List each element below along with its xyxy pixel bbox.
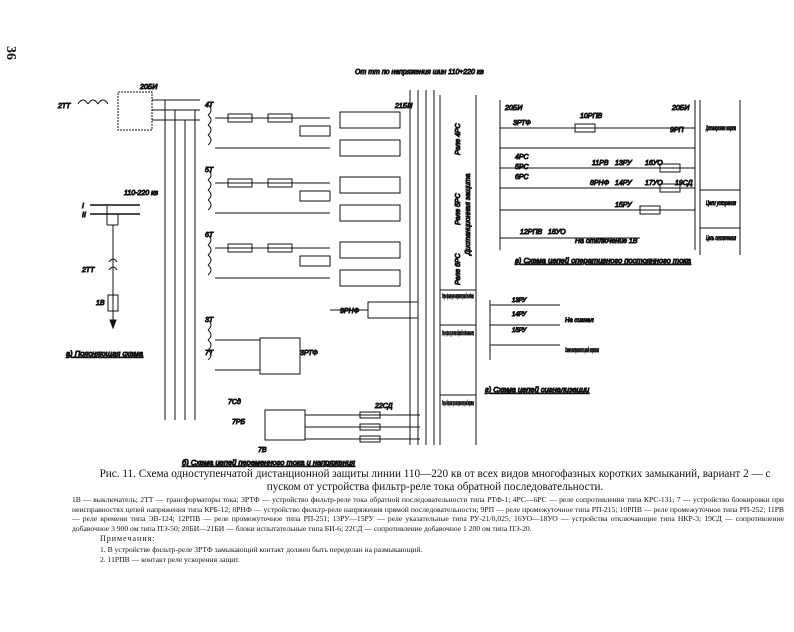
dc-4RS-label: 4РС	[515, 154, 530, 161]
ct-label: 2TT	[81, 267, 95, 274]
transformer-4T-label: 4Т	[205, 102, 214, 109]
trip-1V-label: На отключение 1В	[575, 238, 638, 245]
dc-acceleration-circuits-label: Цепи ускорения	[706, 201, 737, 207]
bus-label-2: II	[82, 212, 86, 219]
sig-15RU-label: 15РУ	[512, 328, 527, 334]
breaker-1v-label: 1В	[96, 300, 105, 307]
dc-3RTF-label: 3РТФ	[513, 120, 531, 127]
dc-9RP-label: 9РП	[670, 127, 685, 134]
relay-4RS-column-label: Реле 4РС	[455, 122, 462, 155]
ac-device-notes: Устр-во фильтр-реле напряжения прямой по…	[441, 293, 474, 408]
dc-14RU-label: 14РУ	[615, 180, 633, 187]
dc-13RU-label: 13РУ	[615, 160, 633, 167]
test-block-21BI-label: 21БИ	[394, 103, 413, 110]
signaling-circuits: 13РУ 14РУ 15РУ На сигнал Сигнал неисправ…	[489, 298, 600, 360]
relay-5RS-column-label: Реле 5РС	[455, 192, 462, 225]
blocking-7B-label: 7В	[258, 447, 267, 454]
dc-11RV-label: 11РВ	[592, 160, 609, 167]
transformer-7T-label: 7Т	[205, 350, 214, 357]
current-filter-relay-note: Устр-во фильтр-реле тока обратной послед…	[442, 330, 474, 337]
schematic-diagram: I II 110-220 кв 2TT 1В а) Поясняющая схе…	[57, 69, 741, 468]
subfigure-g-label: г) Схема цепей сигнализации	[485, 385, 590, 394]
dc-5RS-label: 5РС	[515, 164, 530, 171]
dc-17YO-label: 17УО	[645, 180, 663, 187]
signal-output-label: На сигнал	[565, 318, 594, 324]
relay-6RS-column-label: Реле 6РС	[455, 252, 462, 285]
relay-9RNF-label: 9РНФ	[340, 308, 360, 315]
dc-10RPV-label: 10РПВ	[580, 113, 603, 120]
subfigure-v-label: в) Схема цепей оперативного постоянного …	[515, 256, 691, 265]
test-block-20BI-dc-right-label: 20БИ	[671, 105, 690, 112]
voltage-fault-signal-label: Сигнал неисправности цепей напряжения	[565, 347, 599, 354]
dc-distance-protection-label: Дистанционная защита	[706, 126, 737, 132]
ac-buses	[164, 100, 196, 420]
figure-legend: 1В — выключатель; 2ТТ — трансформаторы т…	[72, 495, 784, 533]
transformer-6T-label: 6Т	[205, 232, 214, 239]
relay-group-4: 4Т	[205, 102, 401, 157]
blocking-7RB-label: 7РБ	[232, 419, 246, 426]
dc-8RNF-label: 8РНФ	[590, 180, 610, 187]
voltage-filter-relay-note: Устр-во фильтр-реле напряжения прямой по…	[442, 293, 474, 300]
relay-3RTF-label: 3РТФ	[300, 350, 318, 357]
dc-15RU-label: 15РУ	[615, 202, 633, 209]
note-2: 2. 11РПВ — контакт реле ускорения защит.	[100, 555, 240, 564]
relay-group-5: 5Т	[205, 167, 401, 222]
note-1: 1. В устройстве фильтр-реле 3РТФ замыкаю…	[100, 545, 423, 554]
transformer-5T-label: 5Т	[205, 167, 214, 174]
test-block-20BI-dc-left-label: 20БИ	[504, 105, 523, 112]
current-transformers: 2TT 20БИ	[57, 84, 200, 131]
test-block-20BI-label: 20БИ	[139, 84, 158, 91]
sig-14RU-label: 14РУ	[512, 312, 527, 318]
subfigure-a-label: а) Поясняющая схема	[66, 349, 143, 358]
dc-circuits: 20БИ 20БИ 3РТФ 10РПВ 9РП 4РС 5РС 6РС 11Р…	[499, 100, 741, 255]
voltage-buses	[409, 90, 435, 445]
blocking-7SA-label: 7Сд	[228, 398, 241, 406]
resistor-22SD-label: 22СД	[374, 403, 393, 410]
breaker-voltage-label: 110-220 кв	[124, 190, 158, 197]
relay-group-6: 6Т	[205, 232, 401, 287]
explanatory-scheme: I II 110-220 кв 2TT 1В а) Поясняющая схе…	[66, 190, 159, 359]
blocking-device-note: Устр-во блокировки при неисправностях це…	[442, 400, 474, 407]
dc-6RS-label: 6РС	[515, 174, 530, 181]
dc-12RPV-label: 12РПВ	[520, 229, 543, 236]
dc-trip-circuit-label: Цепь отключения	[706, 236, 736, 242]
transformer-3T-label: 3Т	[205, 317, 214, 324]
blocking-device: 7Сд 7РБ 7В 22СД	[228, 398, 420, 455]
dc-18YO-label: 18УО	[548, 229, 566, 236]
sig-13RU-label: 13РУ	[512, 298, 527, 304]
bus-label-1: I	[82, 203, 84, 210]
distance-protection-column-label: Дистанционная защита	[465, 173, 472, 256]
ct-top-label: 2TT	[57, 103, 71, 110]
dc-16YO-label: 16УО	[645, 160, 663, 167]
dc-19SD-label: 19СД	[675, 180, 693, 187]
notes-title: Примечания:	[100, 534, 156, 543]
figure-caption: Рис. 11. Схема одноступенчатой дистанцио…	[99, 468, 771, 493]
ac-device-column: Реле 4РС Реле 5РС Реле 6РС Дистанционная…	[439, 95, 477, 445]
voltage-source-label: От тт по напряжения шин 110÷220 кв	[355, 69, 484, 76]
filter-relay-9RNF: 9РНФ	[330, 301, 419, 319]
subfigure-b-label: б) Схема цепей переменного тока и напряж…	[182, 458, 355, 467]
device-3RTF: 3Т 7Т 3РТФ	[205, 317, 319, 375]
